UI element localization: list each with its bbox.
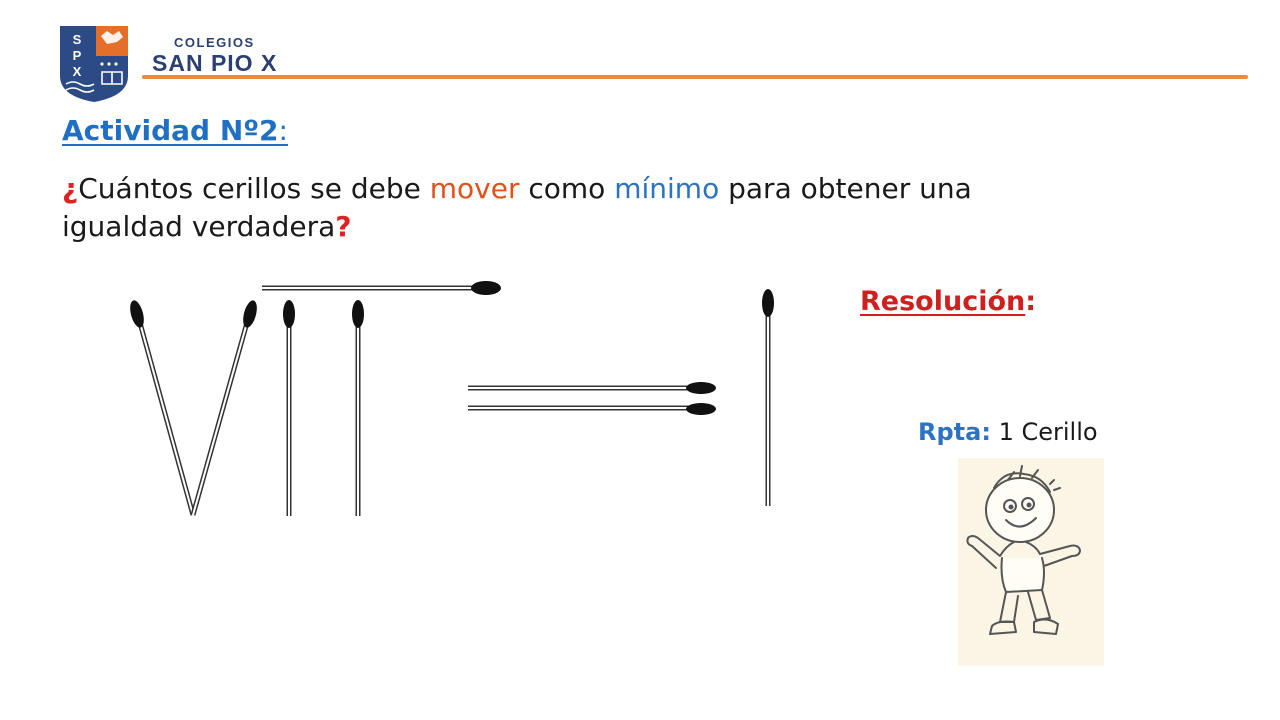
answer-value: 1 Cerillo [990,418,1098,446]
brand-line-colegios: COLEGIOS [174,35,255,50]
brand-name: COLEGIOS SAN PIO X [152,36,277,75]
question-part-1: Cuántos cerillos se debe [78,172,430,205]
activity-title-text: Actividad Nº2 [62,114,279,147]
resolution-label: Resolución [860,286,1026,317]
logo-letter-s: S [73,32,82,47]
match-v-right[interactable] [190,299,259,516]
match-equals-bottom[interactable] [468,403,716,415]
question-part-2: como [519,172,615,205]
match-top-horizontal[interactable] [262,281,501,295]
header-divider [142,75,1248,79]
cartoon-boy-illustration [958,458,1104,666]
activity-title-colon: : [278,114,288,147]
answer-text: Rpta: 1 Cerillo [918,418,1098,446]
answer-colon: : [981,418,991,446]
question-word-mover: mover [429,172,520,205]
question-text: ¿Cuántos cerillos se debe mover como mín… [62,170,1212,246]
question-line-2: igualdad verdadera? [62,208,1212,246]
school-logo: S P X [60,26,128,102]
activity-title: Actividad Nº2: [62,114,288,147]
match-v-left[interactable] [128,299,196,516]
brand-line-san-pio-x: SAN PIO X [152,50,278,76]
logo-letter-p: P [73,48,82,63]
question-line-2-text: igualdad verdadera [62,210,336,243]
logo-letter-x: X [73,64,82,79]
resolution-colon: : [1025,286,1037,317]
question-open-mark: ¿ [62,172,79,205]
resolution-heading: Resolución: [860,286,1036,317]
answer-label: Rpta [918,418,982,446]
match-right-side[interactable] [762,289,774,506]
match-vertical-1[interactable] [283,300,295,516]
question-part-3: para obtener una [719,172,972,205]
match-equals-top[interactable] [468,382,716,394]
question-close-mark: ? [335,210,352,243]
match-vertical-2[interactable] [352,300,364,516]
question-word-minimo: mínimo [614,172,720,205]
